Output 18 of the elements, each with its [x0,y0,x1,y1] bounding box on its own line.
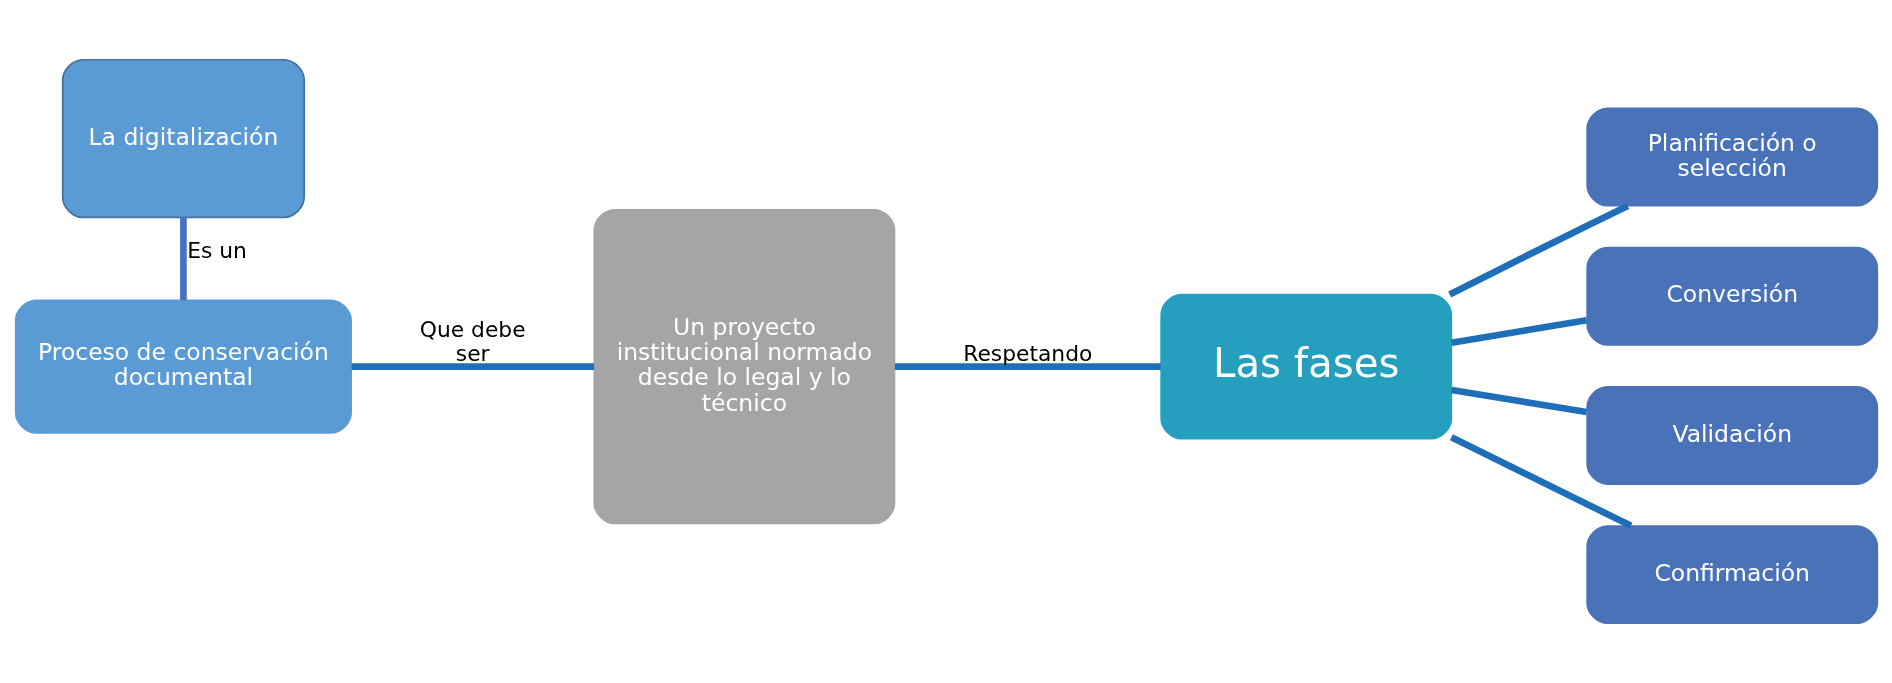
edge-label: Es un [186,237,247,263]
node-box: Un proyecto institucional normado desde lo legal y lo técnico [592,209,895,525]
node-box: Planificación o selección [1585,107,1878,207]
connector [1450,316,1587,346]
connector [894,363,1161,370]
node-box: Conversión [1585,246,1878,346]
edge-label: Respetando [962,340,1092,366]
node-box: Las fases [1159,293,1452,440]
connector [179,217,187,301]
connector [1447,202,1629,298]
node-box: Confirmación [1585,525,1878,625]
node-box: Validación [1585,385,1878,485]
connector [1450,386,1587,416]
connector [1449,434,1632,529]
connector [351,363,594,370]
node-box: Proceso de conservación documental [14,299,352,434]
node-box: La digitalización [61,58,305,219]
edge-label: Que debe ser [419,317,526,366]
